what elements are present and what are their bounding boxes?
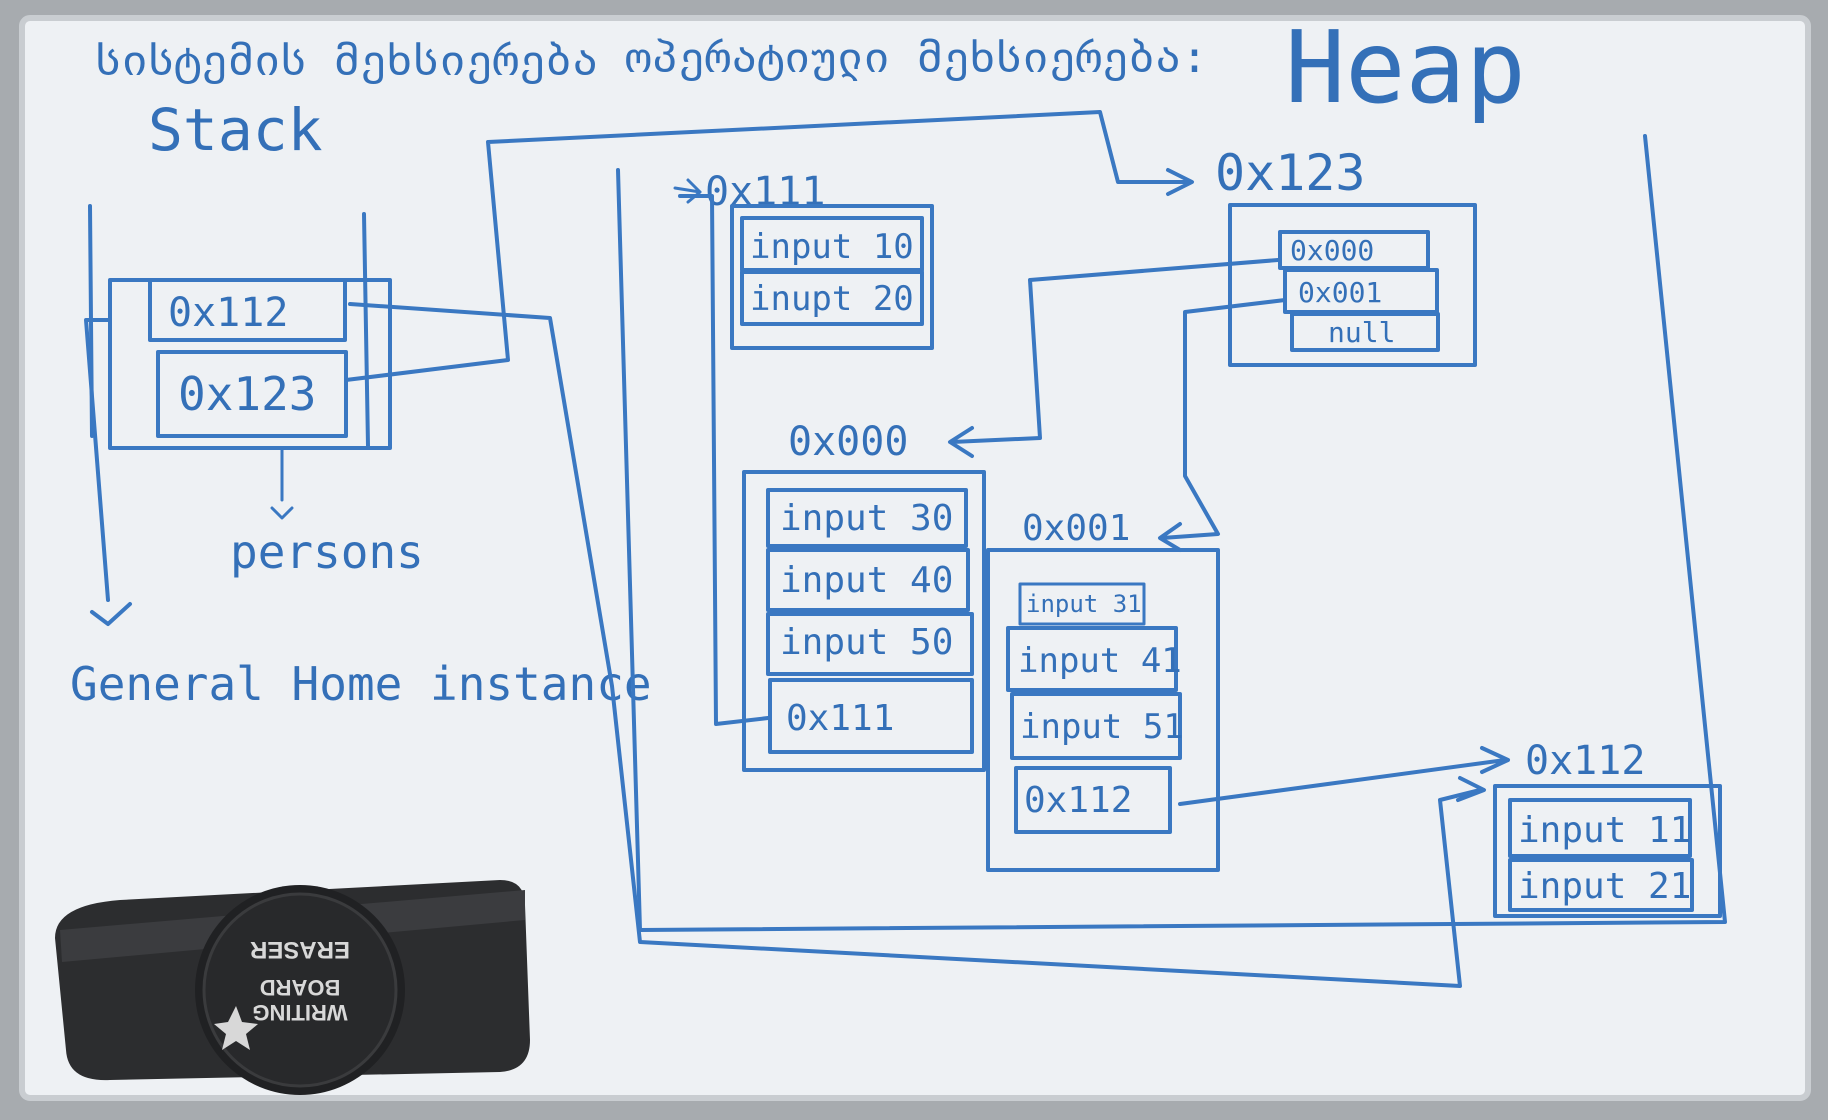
block-0x000-cell-4: 0x111 [786, 698, 894, 739]
eraser-line-2: BOARD [260, 975, 341, 1000]
block-0x111-cell-2: inupt 20 [750, 279, 914, 319]
heap-block-0x001: 0x001 input 31 input 41 input 51 0x112 [986, 508, 1220, 872]
addr-0x001: 0x001 [1022, 508, 1130, 549]
pointer-0x000-to-0x111 [678, 194, 770, 726]
stack-slot-2: 0x123 [178, 367, 316, 421]
stack-frame: 0x112 0x123 persons General Home instanc… [70, 204, 652, 711]
georgian-title-mid: ოპერატიული მეხსიერება: [625, 32, 1208, 83]
stack-slot-1: 0x112 [168, 290, 288, 336]
block-0x001-cell-3: input 51 [1020, 707, 1184, 747]
georgian-title-left: სისტემის მეხსიერება [95, 35, 598, 86]
eraser-line-1: WRITING [252, 1000, 347, 1025]
addr-0x112: 0x112 [1525, 738, 1645, 784]
block-0x111-cell-1: input 10 [750, 227, 914, 267]
heap-block-0x111: 0x111 input 10 inupt 20 [673, 169, 934, 350]
block-0x000-cell-2: input 40 [780, 560, 953, 601]
heap-region [616, 134, 1727, 932]
heap-block-0x000: 0x000 input 30 input 40 input 50 0x111 [742, 419, 986, 772]
block-0x123-cell-1: 0x000 [1290, 234, 1374, 267]
heap-block-0x112: 0x112 input 11 input 21 [1493, 738, 1722, 918]
block-0x123-cell-2: 0x001 [1298, 276, 1382, 309]
pointer-stack-to-0x112 [348, 302, 1486, 988]
pointer-0x001-to-0x112 [1178, 746, 1510, 806]
block-0x001-cell-2: input 41 [1018, 641, 1182, 681]
block-0x001-cell-4: 0x112 [1024, 780, 1132, 821]
star-icon [214, 1006, 258, 1050]
board-eraser: WRITING BOARD ERASER [55, 880, 530, 1095]
board-surface [22, 18, 1808, 1098]
block-0x112-cell-1: input 11 [1518, 810, 1691, 851]
block-0x123-outer [1228, 203, 1477, 367]
block-0x123-cell-3: null [1328, 316, 1395, 349]
pointer-stack-to-0x123 [344, 110, 1194, 382]
block-0x112-outer [1493, 784, 1722, 918]
block-0x000-cell-1: input 30 [780, 498, 953, 539]
heap-title: Heap [1285, 9, 1526, 126]
block-0x112-cell-2: input 21 [1518, 866, 1691, 907]
block-0x111-outer [730, 204, 934, 350]
stack-slot-2-box [156, 350, 348, 438]
pointer-0x123-to-0x001 [1158, 298, 1287, 552]
addr-0x000: 0x000 [788, 419, 908, 465]
stack-slot-1-box [148, 278, 347, 342]
persons-label: persons [230, 525, 424, 579]
block-0x000-outer [742, 470, 986, 772]
stack-title: Stack [148, 96, 323, 164]
pointer-0x123-to-0x000 [948, 258, 1280, 458]
addr-0x111: 0x111 [705, 169, 825, 215]
block-0x001-outer [986, 548, 1220, 872]
block-0x000-cell-3: input 50 [780, 622, 953, 663]
heap-block-0x123: 0x123 0x000 0x001 null [1215, 144, 1477, 367]
general-home-label: General Home instance [70, 657, 652, 711]
addr-0x123: 0x123 [1215, 144, 1366, 202]
block-0x001-cell-1: input 31 [1026, 590, 1142, 618]
eraser-line-3: ERASER [250, 936, 350, 963]
